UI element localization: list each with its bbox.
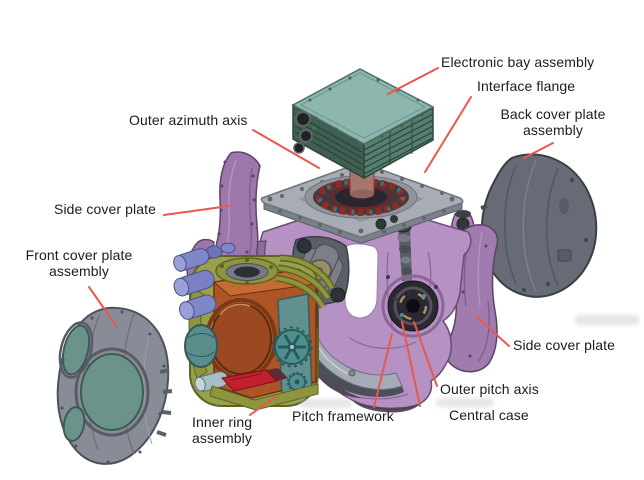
label-interface-flange: Interface flange: [477, 78, 576, 94]
leader-back-cover: [523, 142, 554, 159]
inner-ring-assembly-part: [173, 242, 336, 411]
front-cover-plate-part: [56, 306, 173, 465]
dome-screws: [60, 310, 166, 464]
leader-front-cover: [88, 286, 118, 328]
frame-ribs: [275, 254, 336, 309]
label-outer-azimuth-axis: Outer azimuth axis: [129, 112, 248, 128]
leader-central-case: [401, 321, 421, 407]
label-inner-ring-assembly: Inner ring assembly: [192, 414, 253, 446]
leader-side-cover-left: [163, 205, 230, 216]
leader-outer-azimuth: [252, 129, 320, 169]
label-central-case: Central case: [449, 407, 529, 423]
sensor-cylinders: [173, 242, 236, 320]
watermark-artifact: [300, 315, 639, 408]
leader-lines: [88, 67, 554, 416]
top-bearing: [215, 257, 279, 285]
leader-outer-pitch: [413, 321, 438, 387]
electronic-bay-part: [291, 68, 435, 180]
label-side-cover-plate-left: Side cover plate: [54, 201, 156, 217]
leader-pitch-framework: [373, 333, 393, 408]
back-cover-plate-part: [478, 153, 598, 298]
gear-wheel: [271, 293, 313, 399]
label-electronic-bay-assembly: Electronic bay assembly: [441, 54, 595, 70]
leader-side-cover-right: [476, 316, 510, 347]
leader-electronic-bay: [387, 67, 439, 95]
red-block: [221, 368, 288, 392]
label-front-cover-plate-assembly: Front cover plate assembly: [25, 247, 133, 279]
outer-pitch-axis-bearing: [381, 274, 445, 338]
label-back-cover-plate-assembly: Back cover plate assembly: [500, 106, 606, 138]
label-pitch-framework: Pitch framework: [292, 408, 394, 424]
label-side-cover-plate-right: Side cover plate: [513, 337, 615, 353]
leader-interface-flange: [424, 96, 472, 173]
teal-lens: [184, 324, 218, 368]
leader-inner-ring: [249, 396, 276, 416]
connector-knobs: [293, 111, 316, 154]
label-outer-pitch-axis: Outer pitch axis: [440, 381, 539, 397]
